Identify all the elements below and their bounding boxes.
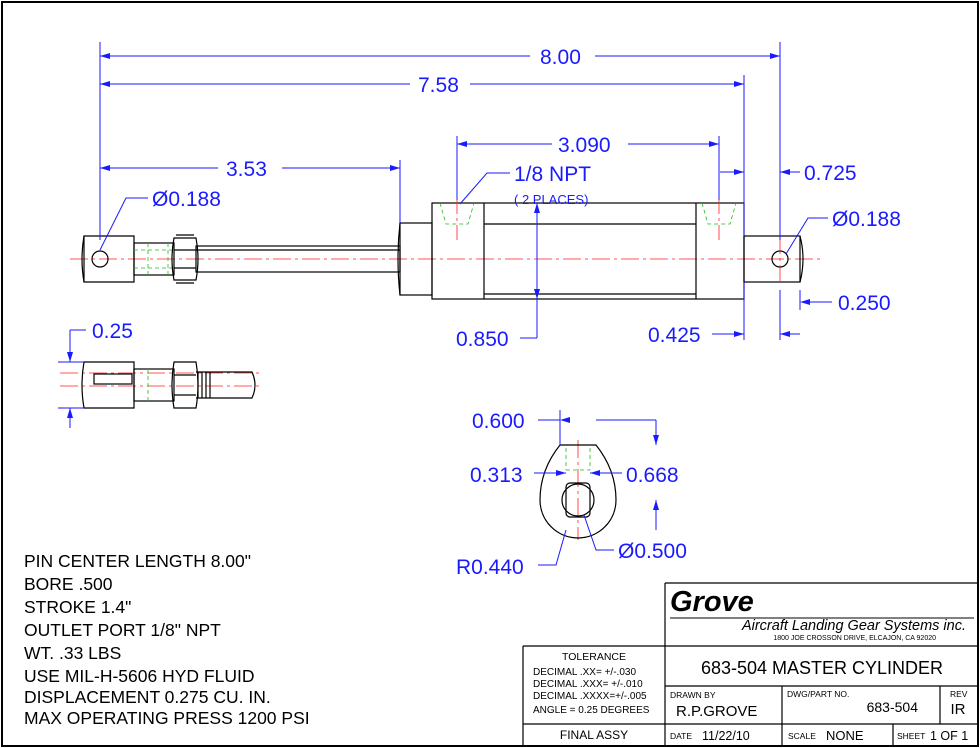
dim-slot: 0.25 <box>92 320 133 343</box>
dim-overall: 8.00 <box>540 46 581 69</box>
tolerance-line: ANGLE = 0.25 DEGREES <box>533 705 650 716</box>
dim-pin-dia-right: Ø0.188 <box>832 208 901 231</box>
note-line: WT. .33 LBS <box>24 643 121 663</box>
rev-value: IR <box>951 701 966 718</box>
dim-pin-dia-left: Ø0.188 <box>152 188 221 211</box>
clevis-top-view <box>58 329 260 428</box>
company-name: Aircraft Landing Gear Systems inc. <box>741 618 966 634</box>
note-line: DISPLACEMENT 0.275 CU. IN. <box>24 687 271 707</box>
part-no-label: DWG/PART NO. <box>787 689 849 699</box>
drawn-by-value: R.P.GROVE <box>676 703 757 720</box>
dim-height: 0.850 <box>456 328 509 351</box>
company-address: 1800 JOE CROSSON DRIVE, ELCAJON, CA 9202… <box>773 635 936 642</box>
tolerance-line: DECIMAL .XXXX=+/-.005 <box>533 691 647 702</box>
tolerance-heading: TOLERANCE <box>562 651 626 663</box>
sheet-value: 1 OF 1 <box>930 729 968 743</box>
drawing-title: 683-504 MASTER CYLINDER <box>701 658 943 678</box>
note-line: PIN CENTER LENGTH 8.00" <box>24 551 251 571</box>
tolerance-line: DECIMAL .XX= +/-.030 <box>533 667 636 678</box>
dim-port-places: ( 2 PLACES) <box>514 192 588 207</box>
top-dimension-lines <box>99 42 828 255</box>
rev-label: REV <box>950 689 968 699</box>
part-no-value: 683-504 <box>867 699 919 715</box>
dim-end-offset: 0.725 <box>804 162 857 185</box>
note-line: BORE .500 <box>24 574 113 594</box>
scale-value: NONE <box>826 728 864 743</box>
note-line: STROKE 1.4" <box>24 597 131 617</box>
title-block: Grove Aircraft Landing Gear Systems inc.… <box>522 582 978 746</box>
dimension-labels: 8.00 7.58 3.53 3.090 1/8 NPT ( 2 PLACES)… <box>92 46 901 579</box>
dim-eye-hole: Ø0.500 <box>618 540 687 563</box>
company-logo: Grove <box>670 586 754 618</box>
dim-rod: 3.53 <box>226 158 267 181</box>
dim-eye-outer: 0.668 <box>626 464 679 487</box>
dim-eye-inner: 0.313 <box>470 464 523 487</box>
lower-dimension-lines <box>520 203 832 340</box>
date-value: 11/22/10 <box>702 729 750 743</box>
sheet-label: SHEET <box>897 731 925 741</box>
drawn-by-label: DRAWN BY <box>670 690 716 700</box>
note-line: OUTLET PORT 1/8" NPT <box>24 620 221 640</box>
dim-pin-to-end: 7.58 <box>418 74 459 97</box>
note-line: USE MIL-H-5606 HYD FLUID <box>24 666 254 686</box>
eye-end-view <box>534 410 659 566</box>
dim-port-note: 1/8 NPT <box>514 163 591 186</box>
cylinder-side-view <box>70 196 820 300</box>
assy-label: FINAL ASSY <box>560 728 628 742</box>
dim-port-spacing: 3.090 <box>558 134 611 157</box>
note-line: MAX OPERATING PRESS 1200 PSI <box>24 708 310 728</box>
dim-eye-radius: R0.440 <box>456 556 524 579</box>
dim-tab-width: 0.250 <box>838 292 891 315</box>
dim-tab-height: 0.425 <box>648 324 701 347</box>
scale-label: SCALE <box>788 731 816 741</box>
general-notes: PIN CENTER LENGTH 8.00" BORE .500 STROKE… <box>24 551 310 728</box>
dim-eye-width: 0.600 <box>472 410 525 433</box>
tolerance-line: DECIMAL .XXX= +/-.010 <box>533 679 643 690</box>
date-label: DATE <box>670 731 692 741</box>
